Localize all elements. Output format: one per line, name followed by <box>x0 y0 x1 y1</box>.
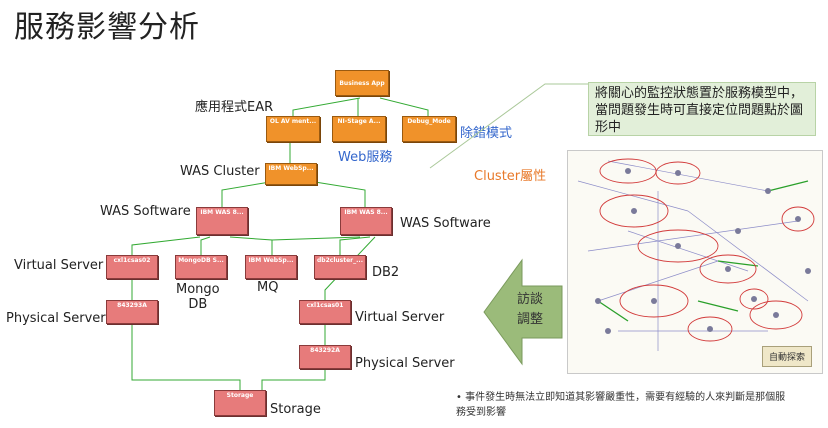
label-debug-mode: 除錯模式 <box>460 126 513 141</box>
ear-node-1[interactable]: OL AV ment... <box>266 116 320 142</box>
physical-server-left-node[interactable]: 843293A <box>106 300 158 324</box>
label-mq: MQ <box>257 280 279 295</box>
arrow-text: 訪談 調整 <box>517 292 544 327</box>
left-arrow-icon <box>483 258 563 366</box>
label-was-software-left: WAS Software <box>100 204 191 219</box>
label-physical-server-left: Physical Server <box>6 311 106 326</box>
bullet-text: 事件發生時無法立即知道其影響嚴重性，需要有經驗的人來判斷是那個服務受到影響 <box>456 392 786 418</box>
topology-links <box>131 97 429 390</box>
label-storage: Storage <box>270 402 321 417</box>
mq-node[interactable]: IBM WebSp... <box>245 255 297 279</box>
ear-node-2[interactable]: NI-Stage A... <box>332 116 386 142</box>
label-web-service: Web服務 <box>338 150 393 165</box>
was-cluster-node[interactable]: IBM WebSp... <box>265 163 317 185</box>
db2-node[interactable]: db2cluster_... <box>314 255 366 279</box>
was-software-left-node[interactable]: IBM WAS 8... <box>196 207 248 235</box>
topology-screenshot: 自動探索 <box>567 150 823 374</box>
label-virtual-server-left: Virtual Server <box>14 258 104 273</box>
auto-explore-button[interactable]: 自動探索 <box>761 346 812 367</box>
page-title: 服務影響分析 <box>14 10 200 45</box>
label-mongo-db: Mongo DB <box>176 282 220 312</box>
virtual-server-right-node[interactable]: cxl1csas01 <box>299 300 351 324</box>
label-was-cluster: WAS Cluster <box>180 164 260 179</box>
bullet-dot-icon: • <box>456 392 466 403</box>
callout-connector <box>429 83 589 169</box>
virtual-server-left-node[interactable]: cxl1csas02 <box>106 255 158 279</box>
ear-node-3[interactable]: Debug_Mode <box>402 116 456 142</box>
storage-node[interactable]: Storage <box>214 390 266 416</box>
physical-server-right-node[interactable]: 843292A <box>299 345 351 369</box>
mongodb-node[interactable]: MongoDB S... <box>175 255 227 279</box>
label-was-software-right: WAS Software <box>400 216 491 231</box>
label-cluster-attr: Cluster屬性 <box>474 169 547 184</box>
label-ear: 應用程式EAR <box>195 100 274 115</box>
was-software-right-node[interactable]: IBM WAS 8... <box>340 207 392 235</box>
topology-graph-icon <box>577 158 815 351</box>
label-physical-server-right: Physical Server <box>355 356 455 371</box>
label-virtual-server-right: Virtual Server <box>355 310 445 325</box>
bullet-note: • 事件發生時無法立即知道其影響嚴重性，需要有經驗的人來判斷是那個服務受到影響 <box>456 390 786 420</box>
label-db2: DB2 <box>372 265 400 280</box>
business-app-node[interactable]: Business App <box>335 70 389 96</box>
callout-box: 將關心的監控狀態置於服務模型中，當問題發生時可直接定位問題點於圖形中 <box>588 82 816 136</box>
